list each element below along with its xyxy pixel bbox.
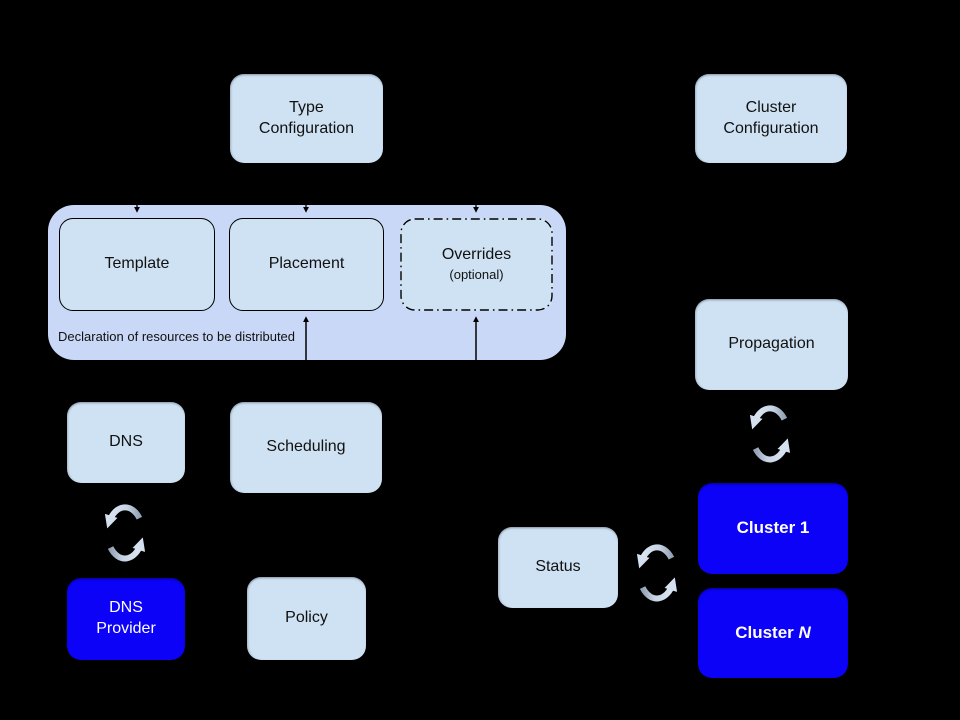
sync-icon	[741, 394, 799, 474]
overrides-label: Overrides	[441, 246, 512, 264]
node-placement: Placement	[229, 218, 384, 311]
node-policy: Policy	[247, 577, 366, 660]
node-propagation: Propagation	[695, 299, 848, 390]
node-overrides: Overrides (optional)	[400, 218, 553, 311]
node-template: Template	[59, 218, 215, 311]
sync-icon	[96, 493, 154, 573]
group-caption: Declaration of resources to be distribut…	[58, 329, 296, 344]
cluster-n-label: Cluster N	[735, 622, 811, 642]
node-status: Status	[498, 527, 618, 608]
node-cluster-n: Cluster N	[698, 588, 848, 678]
resource-declaration-group: Template Placement Overrides (optional) …	[48, 205, 566, 360]
node-scheduling: Scheduling	[230, 402, 382, 493]
node-type-configuration: Type Configuration	[230, 74, 383, 163]
node-cluster-1: Cluster 1	[698, 483, 848, 574]
sync-icon	[628, 533, 686, 613]
node-dns: DNS	[67, 402, 185, 483]
node-dns-provider: DNS Provider	[67, 578, 185, 660]
node-cluster-configuration: Cluster Configuration	[695, 74, 847, 163]
overrides-sublabel: (optional)	[449, 266, 504, 282]
